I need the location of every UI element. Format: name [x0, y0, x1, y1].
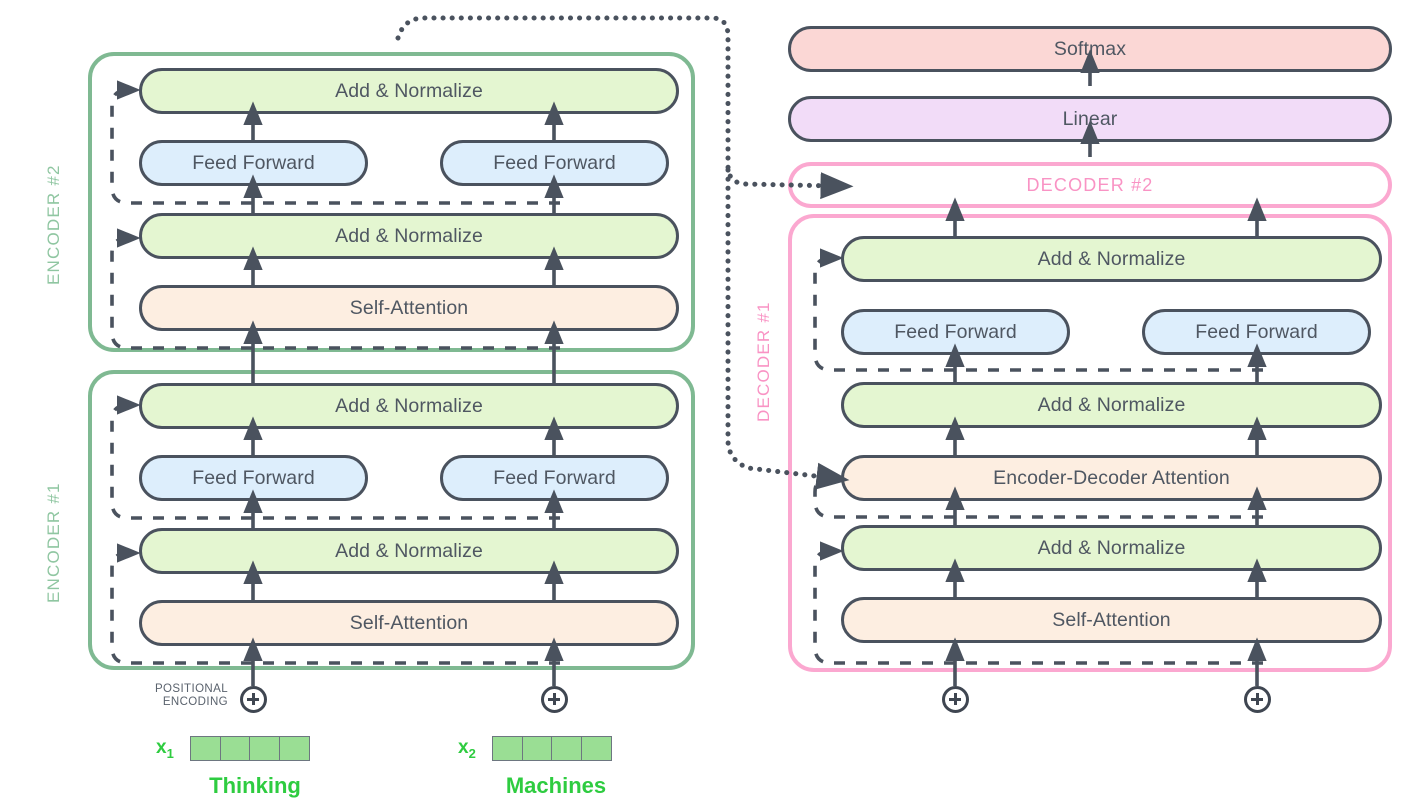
- enc2-self-attention[interactable]: Self-Attention: [139, 285, 679, 331]
- dec1-self-attention[interactable]: Self-Attention: [841, 597, 1382, 643]
- plus-circle-icon-decoder-1: [942, 686, 969, 713]
- embedding-cell: [521, 736, 553, 761]
- plus-circle-icon-token1: [240, 686, 267, 713]
- softmax-block[interactable]: Softmax: [788, 26, 1392, 72]
- dec1-encoder-decoder-attention[interactable]: Encoder-Decoder Attention: [841, 455, 1382, 501]
- embedding-x-label-2: x2: [458, 737, 476, 761]
- positional-encoding-label: POSITIONAL ENCODING: [136, 683, 228, 709]
- input-word-1: Thinking: [209, 773, 301, 798]
- dec1-add-normalize-mid[interactable]: Add & Normalize: [841, 382, 1382, 428]
- enc2-feed-forward-left[interactable]: Feed Forward: [139, 140, 368, 186]
- embedding-cell: [190, 736, 221, 761]
- enc2-feed-forward-right[interactable]: Feed Forward: [440, 140, 669, 186]
- enc1-feed-forward-right[interactable]: Feed Forward: [440, 455, 669, 501]
- linear-block[interactable]: Linear: [788, 96, 1392, 142]
- enc1-self-attention[interactable]: Self-Attention: [139, 600, 679, 646]
- encoder-2-label: ENCODER #2: [44, 164, 63, 285]
- dec1-feed-forward-right[interactable]: Feed Forward: [1142, 309, 1371, 355]
- embedding-cell: [249, 736, 281, 761]
- enc1-add-normalize-top[interactable]: Add & Normalize: [139, 383, 679, 429]
- decoder-2-group[interactable]: DECODER #2: [788, 162, 1392, 208]
- embedding-cell: [580, 736, 612, 761]
- enc2-add-normalize-top[interactable]: Add & Normalize: [139, 68, 679, 114]
- enc1-feed-forward-left[interactable]: Feed Forward: [139, 455, 368, 501]
- embedding-x-label-1: x1: [156, 737, 174, 761]
- embedding-cell: [219, 736, 251, 761]
- embedding-cell: [492, 736, 523, 761]
- positional-encoding-line-2: ENCODING: [162, 696, 228, 708]
- encoder-1-label: ENCODER #1: [44, 482, 63, 603]
- decoder-1-label: DECODER #1: [754, 301, 773, 422]
- embedding-cell: [278, 736, 310, 761]
- enc1-add-normalize-bottom[interactable]: Add & Normalize: [139, 528, 679, 574]
- encoder-2-group: [88, 52, 695, 352]
- dec1-feed-forward-left[interactable]: Feed Forward: [841, 309, 1070, 355]
- embedding-vector-1: [190, 736, 310, 761]
- plus-circle-icon-token2: [541, 686, 568, 713]
- embedding-vector-2: [492, 736, 612, 761]
- plus-circle-icon-decoder-2: [1244, 686, 1271, 713]
- dec1-add-normalize-bottom[interactable]: Add & Normalize: [841, 525, 1382, 571]
- input-word-2: Machines: [505, 773, 607, 798]
- dec1-add-normalize-top[interactable]: Add & Normalize: [841, 236, 1382, 282]
- encoder-1-group: [88, 370, 695, 670]
- enc2-add-normalize-bottom[interactable]: Add & Normalize: [139, 213, 679, 259]
- embedding-cell: [551, 736, 583, 761]
- positional-encoding-line-1: POSITIONAL: [154, 683, 228, 695]
